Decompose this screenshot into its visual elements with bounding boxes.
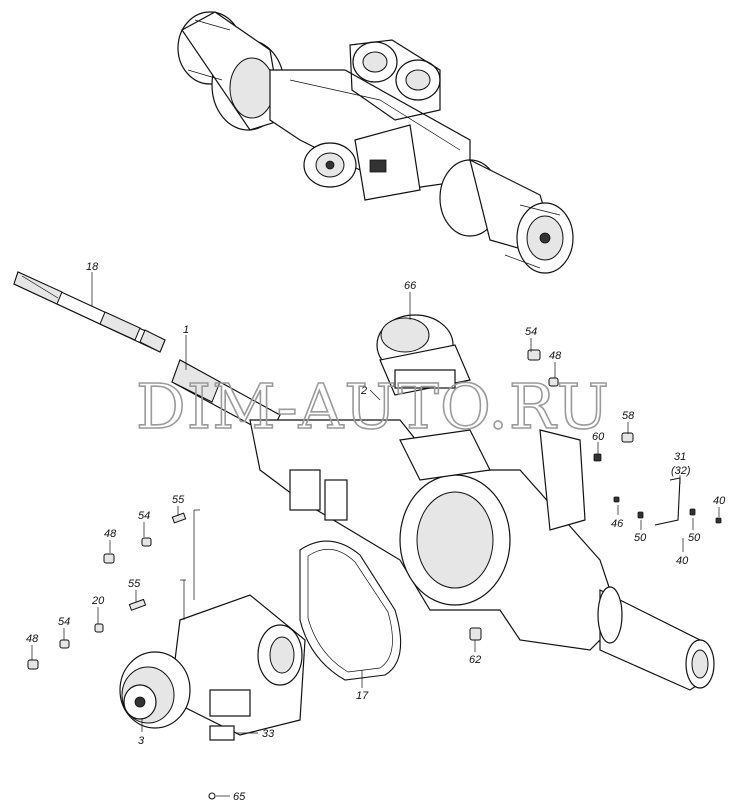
callout-1: 1 xyxy=(183,324,189,336)
gasket-17 xyxy=(299,540,402,681)
callout-31: 31 xyxy=(674,451,686,463)
callout-2: 2 xyxy=(360,385,367,397)
callout-50-left: 50 xyxy=(634,532,647,544)
callout-18: 18 xyxy=(86,261,99,273)
differential-3 xyxy=(119,594,306,736)
callout-54: 54 xyxy=(525,326,537,338)
callout-55-bottom: 55 xyxy=(128,578,141,590)
callout-17: 17 xyxy=(356,690,369,702)
callout-labels: 18 1 66 54 48 2 58 60 31 (32) 40 46 50 5… xyxy=(26,261,726,803)
half-shaft-18 xyxy=(13,271,166,353)
callout-48-mid: 48 xyxy=(104,528,117,540)
callout-48-bottom: 48 xyxy=(26,633,39,645)
callout-54-bottom: 54 xyxy=(58,616,70,628)
callout-62: 62 xyxy=(469,654,481,666)
callout-55-top: 55 xyxy=(172,494,185,506)
assembled-axle-overview xyxy=(177,11,574,274)
leader-lines xyxy=(31,272,720,797)
brake-chamber-66 xyxy=(376,314,471,396)
small-parts xyxy=(27,349,722,800)
axle-housing xyxy=(249,419,715,691)
callout-58: 58 xyxy=(622,410,635,422)
callout-32: (32) xyxy=(671,465,691,477)
callout-48: 48 xyxy=(549,350,562,362)
callout-40-top: 40 xyxy=(713,495,726,507)
callout-33: 33 xyxy=(262,728,275,740)
callout-20: 20 xyxy=(91,595,105,607)
callout-46: 46 xyxy=(611,518,624,530)
callout-3: 3 xyxy=(138,735,145,747)
callout-50-right: 50 xyxy=(688,532,701,544)
callout-54-mid: 54 xyxy=(138,510,150,522)
callout-65: 65 xyxy=(233,791,246,803)
callout-60: 60 xyxy=(592,431,605,443)
callout-40-bottom: 40 xyxy=(676,555,689,567)
watermark-text: DIM-AUTO.RU xyxy=(136,370,610,443)
callout-66: 66 xyxy=(404,280,417,292)
